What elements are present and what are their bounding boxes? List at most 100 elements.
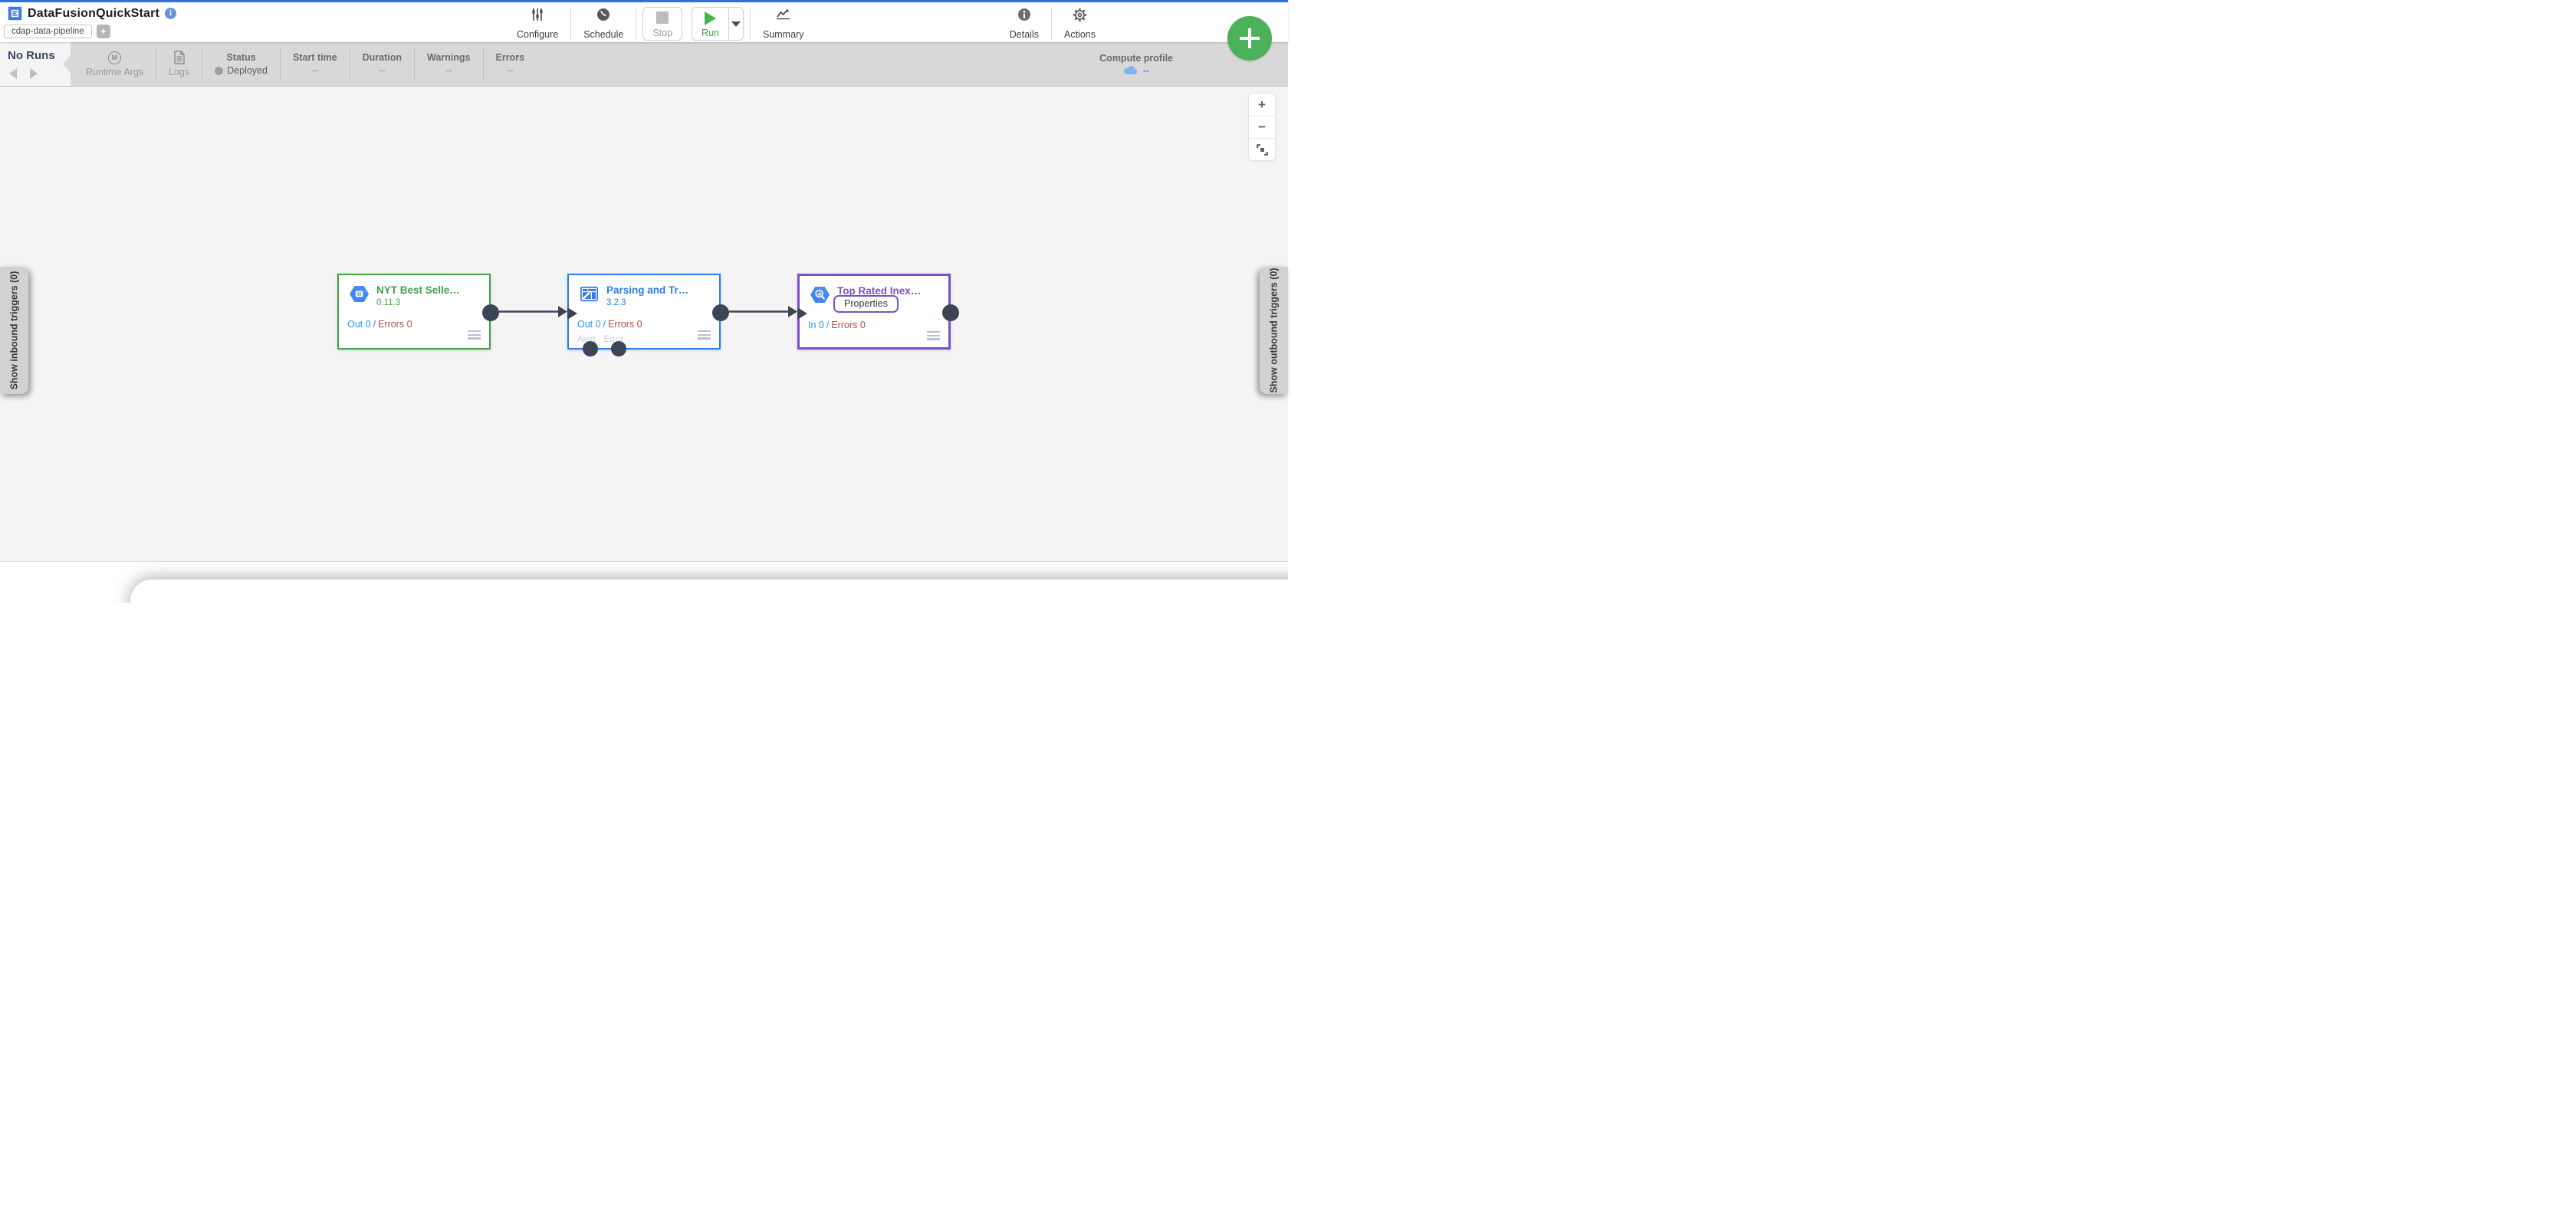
pipeline-tag: cdap-data-pipeline bbox=[4, 25, 92, 38]
node-title: Top Rated Inex… bbox=[837, 285, 922, 297]
details-button[interactable]: Details bbox=[999, 7, 1050, 41]
chart-line-icon bbox=[777, 8, 790, 20]
alert-port[interactable] bbox=[583, 341, 598, 356]
error-records-metric[interactable]: Errors 0 bbox=[378, 319, 412, 330]
stop-icon bbox=[656, 11, 669, 24]
output-port[interactable] bbox=[482, 304, 499, 321]
run-info-columns: M Runtime Args Logs Status Depl bbox=[74, 42, 1288, 86]
runtime-args-button[interactable]: M Runtime Args bbox=[74, 42, 156, 86]
schedule-button[interactable]: Schedule bbox=[573, 7, 634, 41]
tune-icon bbox=[532, 8, 543, 21]
pipeline-title: DataFusionQuickStart bbox=[28, 6, 160, 20]
node-title: Parsing and Tr… bbox=[606, 284, 689, 296]
gcs-hexagon-icon bbox=[350, 285, 369, 303]
node-title: NYT Best Selle… bbox=[376, 284, 460, 296]
node-menu-button[interactable] bbox=[927, 331, 940, 340]
macro-icon: M bbox=[108, 51, 122, 64]
node-transform[interactable]: Parsing and Tr… 3.2.3 Out 0/Errors 0 Ale… bbox=[567, 274, 729, 356]
add-plugin-fab-button[interactable] bbox=[1227, 16, 1272, 61]
pipeline-info-icon[interactable]: i bbox=[165, 8, 177, 19]
outbound-triggers-tab[interactable]: Show outbound triggers (0) bbox=[1260, 267, 1288, 394]
pipeline-canvas[interactable]: NYT Best Selle… 0.11.3 Out 0/Errors 0 bbox=[0, 87, 1288, 602]
out-records-metric[interactable]: Out 0 bbox=[347, 319, 371, 330]
status-dot-icon bbox=[215, 66, 224, 75]
error-port[interactable] bbox=[611, 341, 626, 356]
fit-to-screen-button[interactable] bbox=[1249, 138, 1275, 160]
play-icon bbox=[705, 11, 717, 25]
previous-run-button[interactable] bbox=[9, 68, 17, 79]
next-run-button[interactable] bbox=[30, 68, 38, 79]
configure-button[interactable]: Configure bbox=[506, 7, 569, 41]
right-toolbar: Details bbox=[999, 7, 1106, 41]
run-navigation bbox=[9, 68, 38, 79]
node-metrics: Out 0/Errors 0 bbox=[347, 319, 412, 330]
gear-icon bbox=[1073, 8, 1087, 22]
toolbar-divider bbox=[1051, 8, 1052, 40]
node-metrics: Out 0/Errors 0 bbox=[577, 319, 642, 330]
app-header: DataFusionQuickStart i cdap-data-pipelin… bbox=[0, 0, 1288, 42]
wrangler-icon bbox=[580, 286, 598, 302]
clock-icon bbox=[597, 8, 610, 21]
tag-row: cdap-data-pipeline + bbox=[4, 25, 110, 38]
cdap-logo-icon bbox=[8, 6, 22, 21]
arrowhead-icon bbox=[788, 306, 797, 317]
start-time-column: Start time -- bbox=[292, 52, 337, 76]
output-port[interactable] bbox=[942, 304, 959, 321]
runbar-divider bbox=[482, 48, 484, 80]
no-runs-label: No Runs bbox=[8, 49, 55, 62]
compute-profile-value: -- bbox=[1143, 64, 1150, 76]
add-tag-button[interactable]: + bbox=[96, 25, 110, 38]
run-selector: No Runs bbox=[0, 42, 71, 86]
output-port[interactable] bbox=[712, 304, 729, 321]
actions-button[interactable]: Actions bbox=[1053, 7, 1106, 41]
caret-down-icon bbox=[731, 21, 741, 27]
document-icon bbox=[173, 51, 185, 64]
run-button-box: Run bbox=[692, 7, 744, 41]
node-menu-button[interactable] bbox=[698, 330, 711, 340]
canvas-bottom-strip bbox=[0, 561, 1288, 602]
toolbar-divider bbox=[749, 8, 751, 40]
runbar-divider bbox=[279, 48, 281, 80]
node-menu-button[interactable] bbox=[468, 330, 481, 340]
node-version: 3.2.3 bbox=[606, 297, 626, 307]
properties-button[interactable]: Properties bbox=[833, 295, 899, 313]
node-metrics: In 0/Errors 0 bbox=[808, 320, 866, 330]
run-options-dropdown[interactable] bbox=[728, 8, 743, 40]
compute-profile-column[interactable]: Compute profile -- bbox=[1099, 52, 1173, 76]
out-records-metric[interactable]: Out 0 bbox=[577, 319, 601, 330]
in-records-metric[interactable]: In 0 bbox=[808, 320, 824, 330]
duration-column: Duration -- bbox=[362, 52, 402, 76]
info-icon bbox=[1017, 8, 1030, 21]
input-port-arrow bbox=[567, 307, 577, 320]
node-source[interactable]: NYT Best Selle… 0.11.3 Out 0/Errors 0 bbox=[337, 274, 499, 350]
brand-area: DataFusionQuickStart i bbox=[8, 6, 177, 21]
node-sink[interactable]: Top Rated Inex… Properties In 0/Errors 0 bbox=[797, 274, 959, 350]
zoom-in-button[interactable]: + bbox=[1249, 94, 1275, 116]
input-port-arrow bbox=[797, 307, 807, 320]
toolbar-divider bbox=[570, 8, 572, 40]
stop-button-box: Stop bbox=[642, 7, 683, 41]
errors-column: Errors -- bbox=[495, 52, 525, 76]
node-version: 0.11.3 bbox=[376, 297, 401, 307]
bigquery-hexagon-icon bbox=[810, 286, 830, 304]
run-button[interactable]: Run bbox=[692, 8, 728, 40]
arrowhead-icon bbox=[558, 306, 567, 317]
pipeline-toolbar: Configure Schedule Stop bbox=[506, 7, 814, 41]
run-level-bar: No Runs M Runtime Args Logs bbox=[0, 42, 1288, 87]
inbound-triggers-tab[interactable]: Show inbound triggers (0) bbox=[0, 267, 28, 394]
warnings-column: Warnings -- bbox=[427, 52, 471, 76]
runbar-divider bbox=[414, 48, 416, 80]
status-value: Deployed bbox=[227, 65, 268, 76]
cloud-icon bbox=[1124, 66, 1138, 74]
logs-button[interactable]: Logs bbox=[156, 42, 202, 86]
zoom-out-button[interactable]: − bbox=[1249, 116, 1275, 138]
error-records-metric[interactable]: Errors 0 bbox=[831, 320, 866, 330]
zoom-controls: + − bbox=[1248, 93, 1276, 161]
bottom-panel-shadow bbox=[130, 580, 1288, 602]
summary-button[interactable]: Summary bbox=[752, 7, 814, 41]
pipeline-studio-window: DataFusionQuickStart i cdap-data-pipelin… bbox=[0, 0, 1288, 602]
fit-screen-icon bbox=[1256, 143, 1268, 156]
stop-button[interactable]: Stop bbox=[643, 8, 682, 40]
status-column: Status Deployed bbox=[202, 42, 280, 86]
error-records-metric[interactable]: Errors 0 bbox=[608, 319, 642, 330]
